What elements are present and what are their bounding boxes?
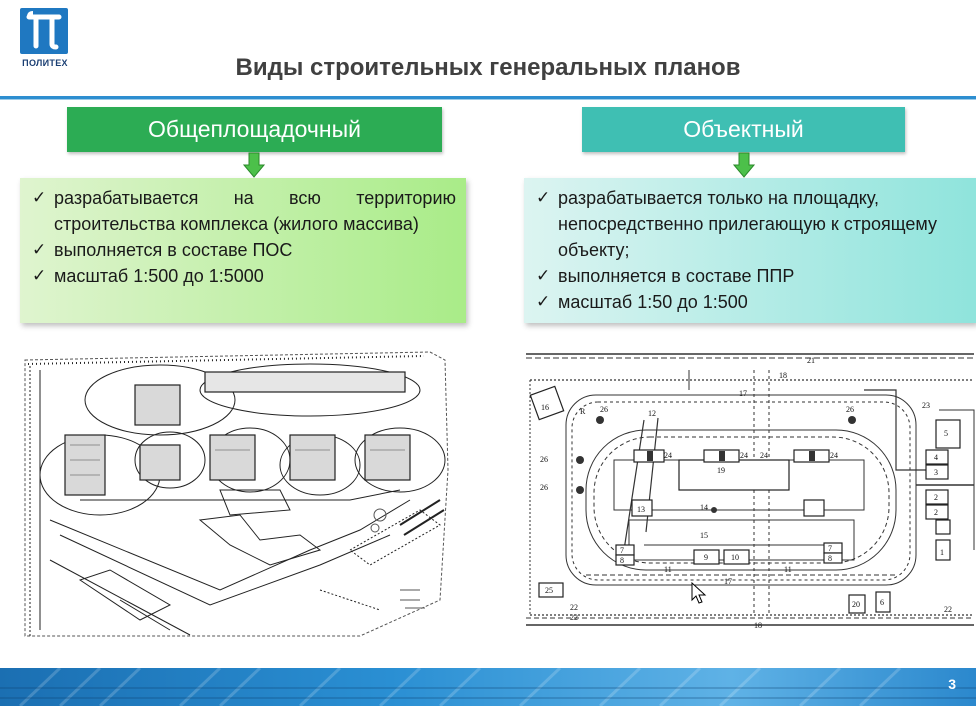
drawing-label: 2 — [934, 493, 938, 502]
drawing-label: 13 — [637, 505, 645, 514]
drawing-label: 18 — [779, 371, 787, 380]
drawing-label: 10 — [731, 553, 739, 562]
drawing-label: 9 — [704, 553, 708, 562]
drawing-label: 2 — [934, 508, 938, 517]
list-item-text: масштаб 1:500 до 1:5000 — [54, 266, 264, 286]
drawing-label: 17 — [724, 577, 732, 586]
drawing-label: R — [580, 407, 586, 416]
logo: ПОЛИТЕХ — [20, 8, 70, 78]
drawing-label: 16 — [541, 403, 549, 412]
drawing-label: 22 — [570, 603, 578, 612]
footer-band: 3 — [0, 668, 976, 706]
list-item: ✓ разрабатывается на всю территорию стро… — [32, 185, 456, 237]
page-number: 3 — [948, 676, 956, 692]
drawing-label: 12 — [648, 409, 656, 418]
drawing-label: 24 — [830, 451, 838, 460]
list-item: ✓ масштаб 1:50 до 1:500 — [536, 289, 966, 315]
bottom-strip — [0, 706, 976, 728]
list-item: ✓ выполняется в составе ППР — [536, 263, 966, 289]
drawing-label: 24 — [664, 451, 672, 460]
drawing-label: 3 — [934, 468, 938, 477]
drawing-label: 11 — [664, 565, 672, 574]
right-bullet-box: ✓ разрабатывается только на площадку, не… — [524, 178, 976, 323]
drawing-label: 15 — [700, 531, 708, 540]
left-header: Общеплощадочный — [67, 107, 442, 152]
checkmark-icon: ✓ — [536, 266, 551, 285]
drawing-label: 18 — [754, 621, 762, 630]
drawing-label: 8 — [620, 556, 624, 565]
drawing-label: 26 — [540, 455, 548, 464]
drawing-label: 23 — [922, 401, 930, 410]
drawing-label: 5 — [944, 429, 948, 438]
list-item-text: выполняется в составе ПОС — [54, 240, 293, 260]
drawing-label: 26 — [846, 405, 854, 414]
drawing-label: 25 — [545, 586, 553, 595]
title-divider — [0, 96, 976, 99]
list-item: ✓ масштаб 1:500 до 1:5000 — [32, 263, 456, 289]
drawing-label: 17 — [739, 389, 747, 398]
drawing-label: 6 — [880, 598, 884, 607]
drawing-label: 1 — [940, 548, 944, 557]
drawing-label: 19 — [717, 466, 725, 475]
list-item-text: разрабатывается на всю территорию строит… — [54, 188, 456, 234]
checkmark-icon: ✓ — [32, 188, 47, 207]
list-item: ✓ выполняется в составе ПОС — [32, 237, 456, 263]
title-divider-light — [0, 99, 976, 100]
list-item-text: разрабатывается только на площадку, непо… — [558, 188, 937, 260]
pi-logo-icon — [20, 8, 68, 54]
checkmark-icon: ✓ — [32, 266, 47, 285]
drawing-label: 4 — [934, 453, 938, 462]
footer-pattern — [0, 668, 976, 706]
arrow-down-icon — [243, 152, 265, 178]
object-site-plan-drawing: 19 13 15 9 10 24 24 24 24 7 8 7 8 11 11 … — [524, 350, 976, 640]
list-item: ✓ разрабатывается только на площадку, не… — [536, 185, 966, 263]
drawing-label: 24 — [740, 451, 748, 460]
drawing-label: 21 — [807, 356, 815, 365]
general-site-plan-drawing — [20, 350, 450, 638]
drawing-label: 22 — [570, 613, 578, 622]
drawing-label: 26 — [600, 405, 608, 414]
drawing-label: 20 — [852, 600, 860, 609]
checkmark-icon: ✓ — [536, 292, 551, 311]
drawing-label: 14 — [700, 503, 708, 512]
slide-title: Виды строительных генеральных планов — [235, 54, 741, 81]
checkmark-icon: ✓ — [32, 240, 47, 259]
list-item-text: выполняется в составе ППР — [558, 266, 795, 286]
drawing-label: 8 — [828, 554, 832, 563]
left-bullet-box: ✓ разрабатывается на всю территорию стро… — [20, 178, 466, 323]
drawing-label: 7 — [620, 546, 624, 555]
arrow-down-icon — [733, 152, 755, 178]
logo-label: ПОЛИТЕХ — [22, 58, 68, 68]
drawing-label: 26 — [540, 483, 548, 492]
drawing-label: 22 — [944, 605, 952, 614]
drawing-label: 7 — [828, 544, 832, 553]
list-item-text: масштаб 1:50 до 1:500 — [558, 292, 748, 312]
mouse-cursor-icon — [691, 581, 707, 604]
right-header: Объектный — [582, 107, 905, 152]
checkmark-icon: ✓ — [536, 188, 551, 207]
drawing-label: 24 — [760, 451, 768, 460]
drawing-label: 11 — [784, 565, 792, 574]
